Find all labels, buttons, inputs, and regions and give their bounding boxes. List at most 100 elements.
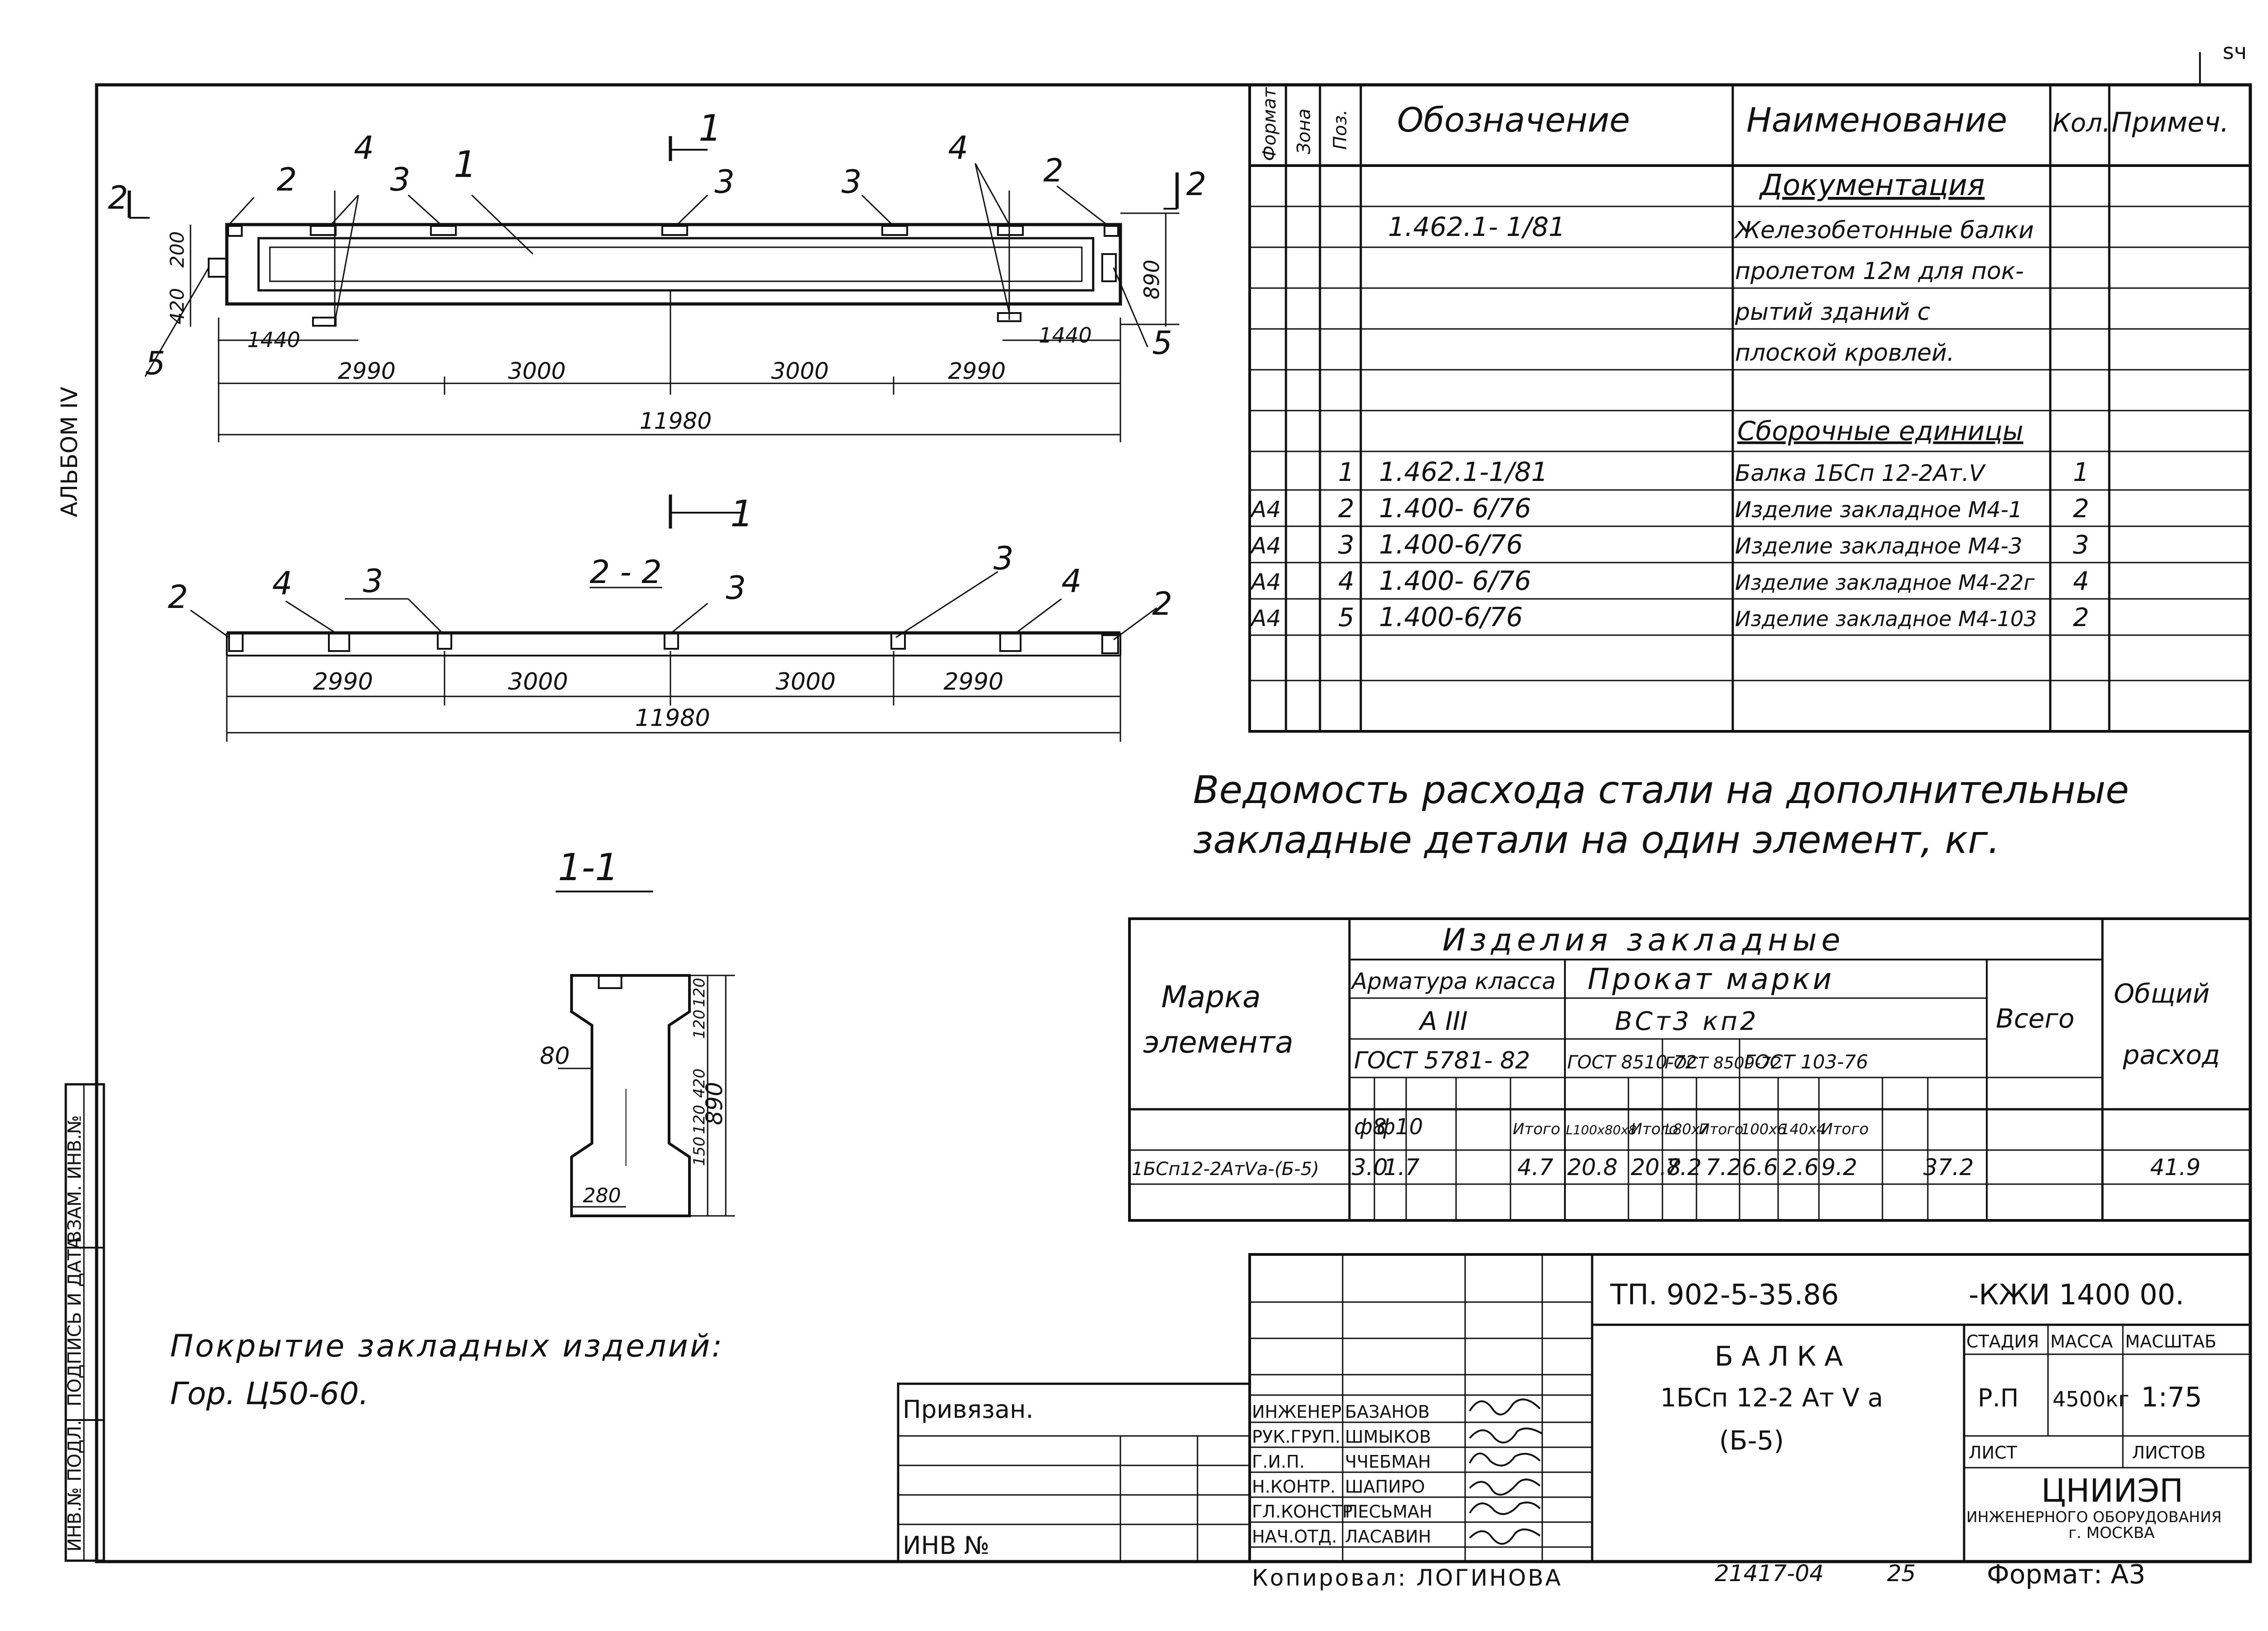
plan-dim-span-4: 2990 <box>948 358 1006 384</box>
section22-dim-span-1: 2990 <box>313 668 373 696</box>
spec-row: А4 4 1.400- 6/76 Изделие закладное М4-22… <box>1250 565 2089 596</box>
title-block-page-no: 25 <box>1887 1560 1916 1587</box>
spec-row-4-format: А4 <box>1250 569 1281 595</box>
section22-callout-3-c: 3 <box>993 540 1014 577</box>
steel-header-mark-line-1: Марка <box>1161 980 1261 1014</box>
section-1-1-view <box>556 891 735 1217</box>
spec-table-grid <box>1248 83 2252 733</box>
title-block-org-line-3: г. МОСКВА <box>2068 1524 2155 1542</box>
steel-subhead-angle-80-sum: Итого <box>1699 1121 1744 1138</box>
plan-dim-420: 420 <box>166 288 188 324</box>
steel-cell-angle-100-sum: 20.8 <box>1631 1154 1681 1180</box>
title-block-org-line-2: ИНЖЕНЕРНОГО ОБОРУДОВАНИЯ <box>1966 1508 2222 1526</box>
spec-row-1-pos: 1 <box>1338 458 1354 487</box>
spec-row-5-pos: 5 <box>1338 603 1354 632</box>
spec-row-1-qty: 1 <box>2073 458 2089 487</box>
plan-callout-5-left: 5 <box>145 345 166 382</box>
steel-header-rolled: Прокат марки <box>1588 963 1834 996</box>
section11-dim-120-b: 120 <box>690 1009 709 1039</box>
steel-header-rebar-gost: ГОСТ 5781- 82 <box>1354 1047 1530 1074</box>
spec-row-3-pos: 3 <box>1338 530 1354 560</box>
spec-row-3-name: Изделие закладное М4-3 <box>1735 534 2022 559</box>
plan-callout-5-right: 5 <box>1152 324 1173 362</box>
spec-row-2-pos: 2 <box>1338 494 1354 524</box>
spec-row-5-qty: 2 <box>2073 603 2089 632</box>
steel-header-gost-103: ГОСТ 103-76 <box>1744 1051 1868 1073</box>
spec-section-assemblies: Сборочные единицы <box>1737 416 2024 446</box>
spec-row-5-name: Изделие закладное М4-103 <box>1735 607 2037 631</box>
section22-dim-span-2: 3000 <box>508 668 568 696</box>
corner-mark: ѕч <box>2223 39 2247 64</box>
steel-cell-f10: 1.7 <box>1383 1154 1420 1180</box>
plan-dim-span-2: 3000 <box>508 358 566 384</box>
section22-callout-4-right: 4 <box>1061 563 1082 600</box>
spec-header-zone: Зона <box>1294 108 1315 154</box>
section22-title: 2 - 2 <box>590 553 662 591</box>
plan-callout-4-right: 4 <box>948 129 968 167</box>
steel-cell-angle-100: 20.8 <box>1567 1154 1618 1180</box>
steel-row-mark: 1БСп12-2АтVа-(Б-5) <box>1132 1159 1319 1180</box>
section11-dim-web: 80 <box>540 1043 570 1070</box>
spec-row-4-designation: 1.400- 6/76 <box>1379 565 1531 596</box>
steel-header-overall-line-1: Общий <box>2114 978 2209 1009</box>
spec-header-format: Формат <box>1259 87 1280 161</box>
steel-subhead-rebar-sum: Итого <box>1513 1120 1560 1138</box>
plan-dim-total: 11980 <box>640 408 712 434</box>
spec-section-documents: Документация <box>1759 169 1984 202</box>
plan-dim-edge-left: 1440 <box>247 328 300 352</box>
section22-callout-2-left: 2 <box>168 578 188 616</box>
steel-cell-angle-80-sum: 7.2 <box>1706 1154 1742 1180</box>
title-block-order-no: 21417-04 <box>1715 1560 1824 1587</box>
plan-callout-2-right: 2 <box>1043 152 1064 189</box>
spec-row-2-format: А4 <box>1250 496 1281 523</box>
title-block-name-2: ШМЫКОВ <box>1345 1427 1431 1447</box>
title-block-sheets-label: ЛИСТОВ <box>2132 1443 2206 1463</box>
steel-subhead-angle-100: L100x80x8 <box>1566 1122 1637 1137</box>
spec-row-3-format: А4 <box>1250 533 1281 559</box>
title-block-code-suffix: -КЖИ 1400 00. <box>1969 1278 2184 1311</box>
title-block-role-6: НАЧ.ОТД. <box>1252 1527 1337 1547</box>
section22-callout-2-right: 2 <box>1152 585 1173 622</box>
steel-header-embedded-items: Изделия закладные <box>1442 922 1845 958</box>
title-block-grid <box>897 1253 2252 1563</box>
steel-header-rolled-grade: ВСт3 кп2 <box>1615 1007 1759 1036</box>
plan-callout-3-b: 3 <box>714 163 735 201</box>
spec-row-4-name: Изделие закладное М4-22г <box>1735 570 2035 595</box>
spec-doc-name-line-2: пролетом 12м для пок- <box>1735 258 2024 285</box>
title-block-role-5: ГЛ.КОНСТР. <box>1252 1502 1358 1522</box>
side-stamp-signature: ПОДПИСЬ И ДАТА <box>64 1236 85 1406</box>
plan-callout-4-left: 4 <box>354 129 374 167</box>
title-block-inv: ИНВ № <box>903 1531 989 1560</box>
plan-dim-span-1: 2990 <box>338 358 396 384</box>
title-block-role-2: РУК.ГРУП. <box>1252 1427 1340 1447</box>
title-block-name-4: ШАПИРО <box>1345 1477 1425 1497</box>
coating-note-line-2: Гор. Ц50-60. <box>170 1376 369 1412</box>
steel-cell-f8: 3.0 <box>1352 1154 1388 1180</box>
spec-header-designation: Обозначение <box>1397 101 1630 140</box>
plan-callout-2-left: 2 <box>277 161 297 198</box>
steel-cell-total: 37.2 <box>1923 1154 1974 1180</box>
spec-row-5-format: А4 <box>1250 605 1281 632</box>
spec-row: 1 1.462.1-1/81 Балка 1БСп 12-2Ат.V 1 <box>1338 456 2089 487</box>
spec-row-4-pos: 4 <box>1338 567 1354 596</box>
title-block-header-stage: СТАДИЯ <box>1966 1332 2039 1352</box>
steel-cell-strip-sum: 9.2 <box>1821 1154 1857 1180</box>
plan-section-mark: 1 <box>699 107 722 149</box>
steel-subhead-angle-100-sum: Итого <box>1631 1120 1678 1138</box>
title-block-name-3: ЧЧЕБМАН <box>1345 1452 1431 1472</box>
steel-subhead-angle-80: L80x7 <box>1665 1121 1709 1138</box>
steel-title-line-1: Ведомость расхода стали на дополнительны… <box>1193 768 2129 812</box>
steel-header-gost-8509: ГОСТ 8509-72 <box>1665 1054 1781 1073</box>
steel-cell-rebar-sum: 4.7 <box>1517 1154 1554 1180</box>
section22-dim-span-3: 3000 <box>776 668 836 696</box>
spec-row-5-designation: 1.400-6/76 <box>1379 602 1523 632</box>
steel-header-rebar-class: A III <box>1418 1007 1468 1036</box>
spec-row-1-name: Балка 1БСп 12-2Ат.V <box>1735 460 1986 486</box>
spec-row-3-designation: 1.400-6/76 <box>1379 529 1523 560</box>
spec-doc-name-line-3: рытий зданий с <box>1735 299 1931 326</box>
steel-header-mark-line-2: элемента <box>1143 1025 1293 1060</box>
title-block-signatures <box>1469 1398 1543 1545</box>
section22-callout-3-a: 3 <box>363 563 383 600</box>
section22-mark: 1 <box>730 493 753 535</box>
